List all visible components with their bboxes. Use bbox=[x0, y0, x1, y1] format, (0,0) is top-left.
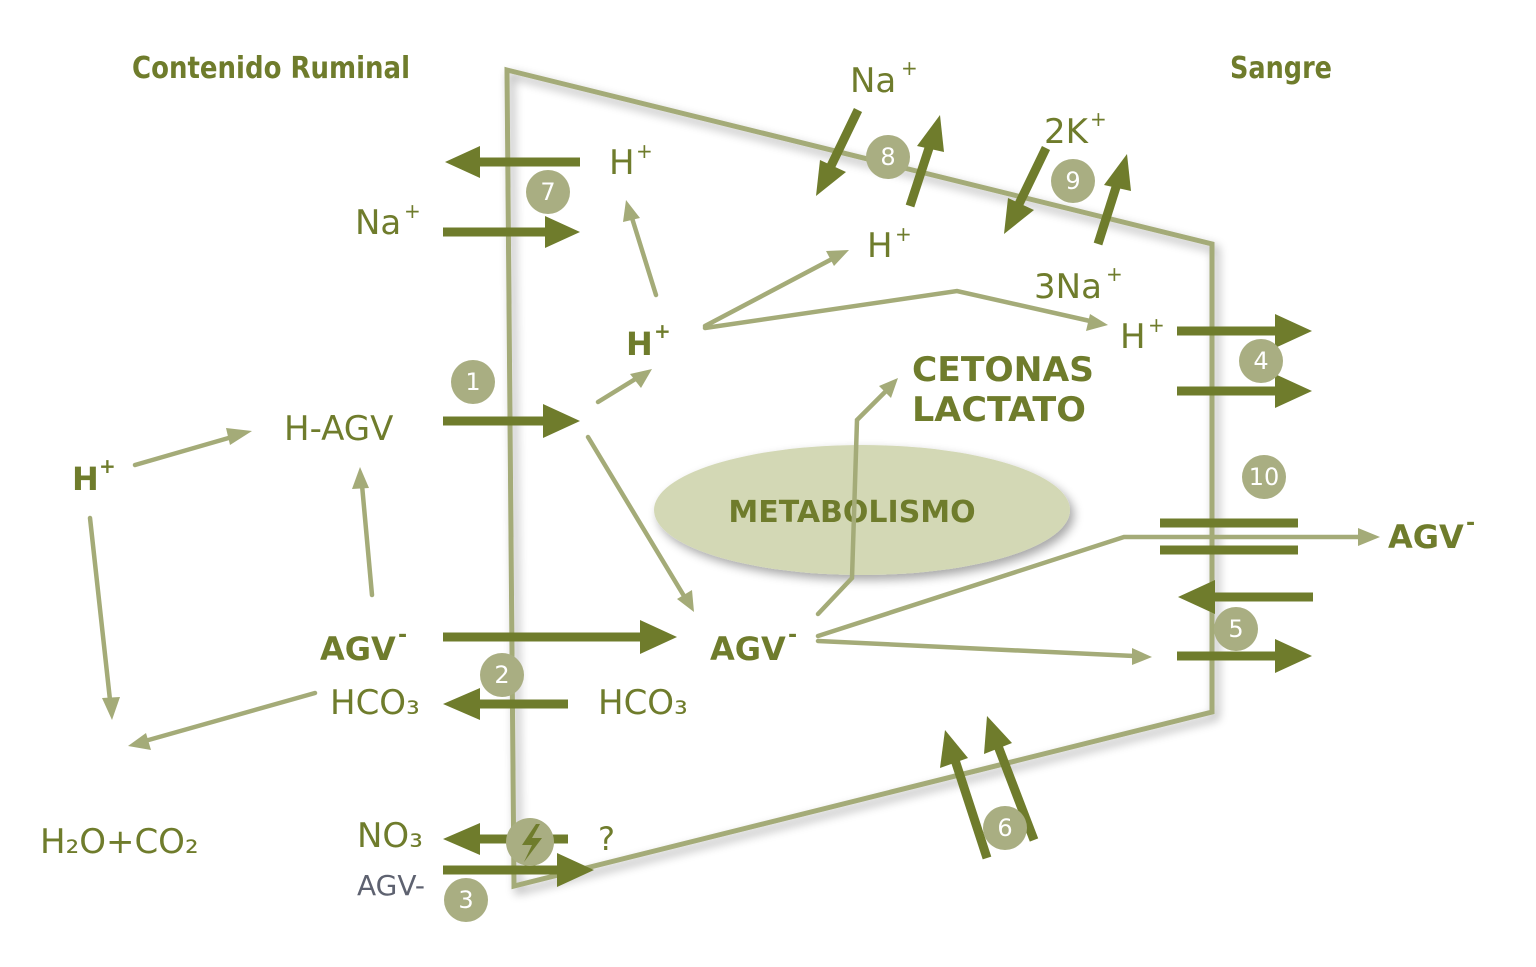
agv-right-label: AGV - bbox=[1388, 511, 1475, 556]
number-badges: 1 2 3 4 5 6 7 8 9 10 bbox=[444, 135, 1286, 922]
svg-text:H: H bbox=[72, 460, 99, 498]
svg-text:H: H bbox=[626, 325, 653, 363]
h2o-co2-label: H₂O+CO₂ bbox=[40, 822, 199, 862]
top-na-label: Na + bbox=[850, 56, 918, 101]
badge-9: 9 bbox=[1065, 167, 1080, 195]
question-label: ? bbox=[598, 820, 615, 858]
svg-text:AGV: AGV bbox=[320, 630, 396, 668]
svg-text:AGV: AGV bbox=[710, 630, 786, 668]
svg-text:3Na: 3Na bbox=[1034, 267, 1102, 307]
badge-2: 2 bbox=[494, 661, 509, 689]
h-top-label: H + bbox=[609, 139, 653, 183]
svg-text:H: H bbox=[609, 143, 635, 183]
cell-membrane-outline bbox=[504, 66, 1215, 890]
thick-arrows bbox=[443, 108, 1313, 875]
na-left-label: Na + bbox=[355, 199, 421, 243]
h-left-bold-label: H + bbox=[72, 454, 116, 498]
svg-text:H: H bbox=[867, 226, 893, 266]
lightning-icon bbox=[522, 824, 542, 862]
svg-text:2K: 2K bbox=[1044, 112, 1090, 152]
svg-text:+: + bbox=[1090, 107, 1107, 131]
svg-text:+: + bbox=[654, 319, 671, 343]
metabolism-ellipse bbox=[654, 445, 1070, 575]
cetonas-label: CETONAS bbox=[912, 350, 1094, 390]
svg-text:+: + bbox=[1106, 262, 1123, 286]
thin-arrowheads bbox=[102, 200, 1380, 750]
h-agv-label: H-AGV bbox=[284, 409, 393, 449]
badge-6: 6 bbox=[997, 814, 1012, 842]
heading-contenido-ruminal: Contenido Ruminal bbox=[132, 51, 410, 86]
svg-text:Na: Na bbox=[355, 203, 401, 243]
badge-8: 8 bbox=[880, 143, 895, 171]
no3-label: NO₃ bbox=[357, 816, 423, 856]
svg-text:+: + bbox=[99, 454, 116, 478]
h-center-bold-label: H + bbox=[626, 319, 671, 363]
svg-text:+: + bbox=[895, 222, 912, 246]
agv-left-label: AGV - bbox=[320, 623, 407, 668]
badge-5: 5 bbox=[1228, 615, 1243, 643]
svg-text:+: + bbox=[1148, 313, 1165, 337]
svg-text:+: + bbox=[404, 199, 421, 223]
agv-center-label: AGV - bbox=[710, 623, 797, 668]
svg-text:+: + bbox=[636, 139, 653, 163]
badge-4: 4 bbox=[1253, 347, 1268, 375]
h-mid-label: H + bbox=[867, 222, 912, 266]
svg-text:AGV: AGV bbox=[1388, 518, 1464, 556]
svg-text:-: - bbox=[788, 623, 797, 648]
lactato-label: LACTATO bbox=[912, 390, 1086, 430]
svg-text:Na: Na bbox=[850, 61, 896, 101]
svg-text:-: - bbox=[398, 623, 407, 648]
badge-7: 7 bbox=[540, 178, 555, 206]
svg-text:+: + bbox=[901, 56, 918, 80]
agv-dash-label: AGV- bbox=[357, 869, 425, 902]
badge-1: 1 bbox=[465, 368, 480, 396]
thick-arrowheads bbox=[443, 115, 1312, 887]
badge-10: 10 bbox=[1249, 463, 1280, 491]
svg-text:-: - bbox=[1466, 511, 1475, 536]
thin-arrows bbox=[87, 215, 1365, 744]
h-right-label: H + bbox=[1120, 313, 1165, 357]
heading-sangre: Sangre bbox=[1230, 51, 1332, 86]
hco3-left-label: HCO₃ bbox=[330, 683, 420, 723]
badge-3: 3 bbox=[458, 886, 473, 914]
k2-label: 2K + bbox=[1044, 107, 1107, 152]
hco3-right-label: HCO₃ bbox=[598, 683, 688, 723]
svg-text:H: H bbox=[1120, 317, 1146, 357]
na3-label: 3Na + bbox=[1034, 262, 1123, 307]
